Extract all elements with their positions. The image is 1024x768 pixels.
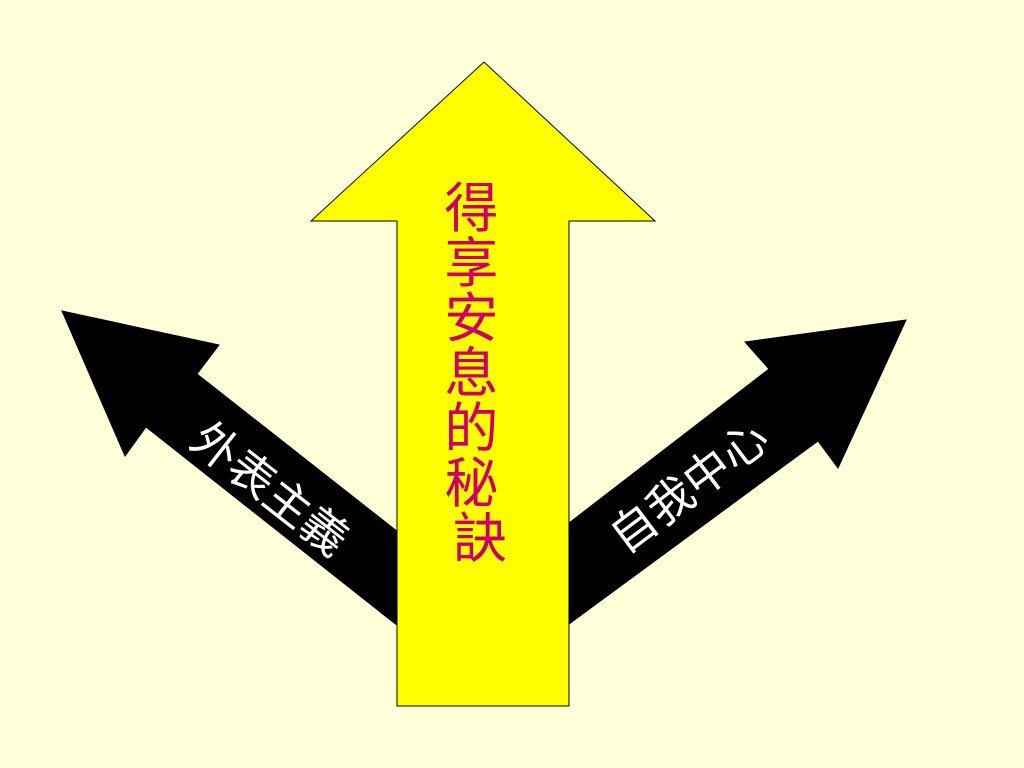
center-arrow-label: 得 享 安 息 的 秘 訣: [444, 177, 515, 570]
center-char: 安: [444, 287, 498, 350]
center-char: 享: [444, 232, 498, 295]
center-char: 的: [444, 397, 498, 460]
center-arrow: [309, 61, 657, 707]
center-char: 訣: [453, 507, 507, 570]
center-char: 秘: [444, 452, 498, 515]
center-char: 得: [444, 177, 498, 240]
center-char: 息: [444, 342, 498, 405]
